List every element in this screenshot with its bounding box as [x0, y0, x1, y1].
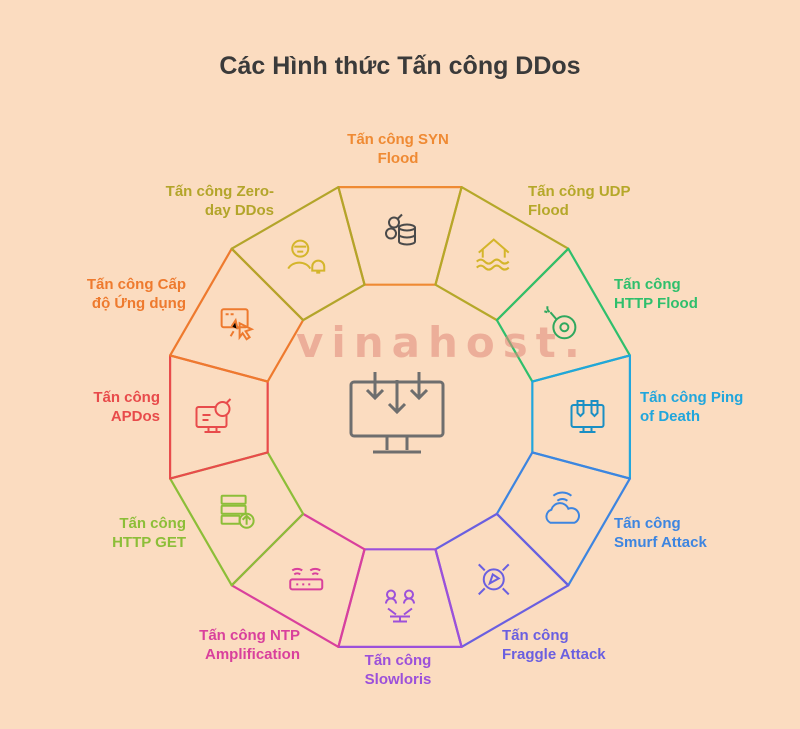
segment-11: [169, 247, 305, 383]
segment-label-8: Tấn công NTP Amplification: [199, 627, 300, 663]
segment-4: [531, 354, 631, 480]
server-upload-icon: [220, 494, 255, 529]
diagram-title: Các Hình thức Tấn công DDos: [219, 52, 581, 80]
segment-label-3: Tấn công HTTP Flood: [614, 276, 698, 312]
segment-10: [169, 354, 269, 480]
monitor-download-icon: [349, 370, 445, 454]
segment-12: [230, 186, 366, 322]
segment-label-6: Tấn công Fraggle Attack: [502, 627, 606, 663]
cloud-signal-icon: [545, 491, 580, 524]
segment-label-10: Tấn công APDos: [93, 389, 160, 425]
segment-label-9: Tấn công HTTP GET: [112, 515, 186, 551]
bombs-monitor-icon: [570, 400, 605, 433]
segment-label-2: Tấn công UDP Flood: [528, 183, 631, 219]
segment-label-11: Tấn công Cấp độ Ứng dụng: [86, 276, 186, 312]
users-connection-icon: [385, 589, 415, 623]
router-icon: [289, 567, 324, 591]
hacker-alert-icon: [287, 239, 326, 274]
segment-label-7: Tấn công Slowloris: [364, 652, 432, 688]
watermark: vinahost.: [296, 318, 588, 367]
segment-5: [495, 451, 631, 587]
target-arrows-icon: [477, 563, 510, 596]
click-window-icon: [220, 308, 253, 341]
flooded-house-icon: [475, 238, 510, 271]
segment-label-12: Tấn công Zero- day DDos: [165, 183, 274, 219]
segment-label-5: Tấn công Smurf Attack: [614, 515, 707, 551]
monitor-bomb-icon: [195, 398, 232, 433]
segment-label-1: Tấn công SYN Flood: [347, 131, 449, 167]
segment-7: [337, 548, 463, 648]
segment-label-4: Tấn công Ping of Death: [640, 389, 744, 425]
bomb-database-icon: [385, 213, 416, 246]
